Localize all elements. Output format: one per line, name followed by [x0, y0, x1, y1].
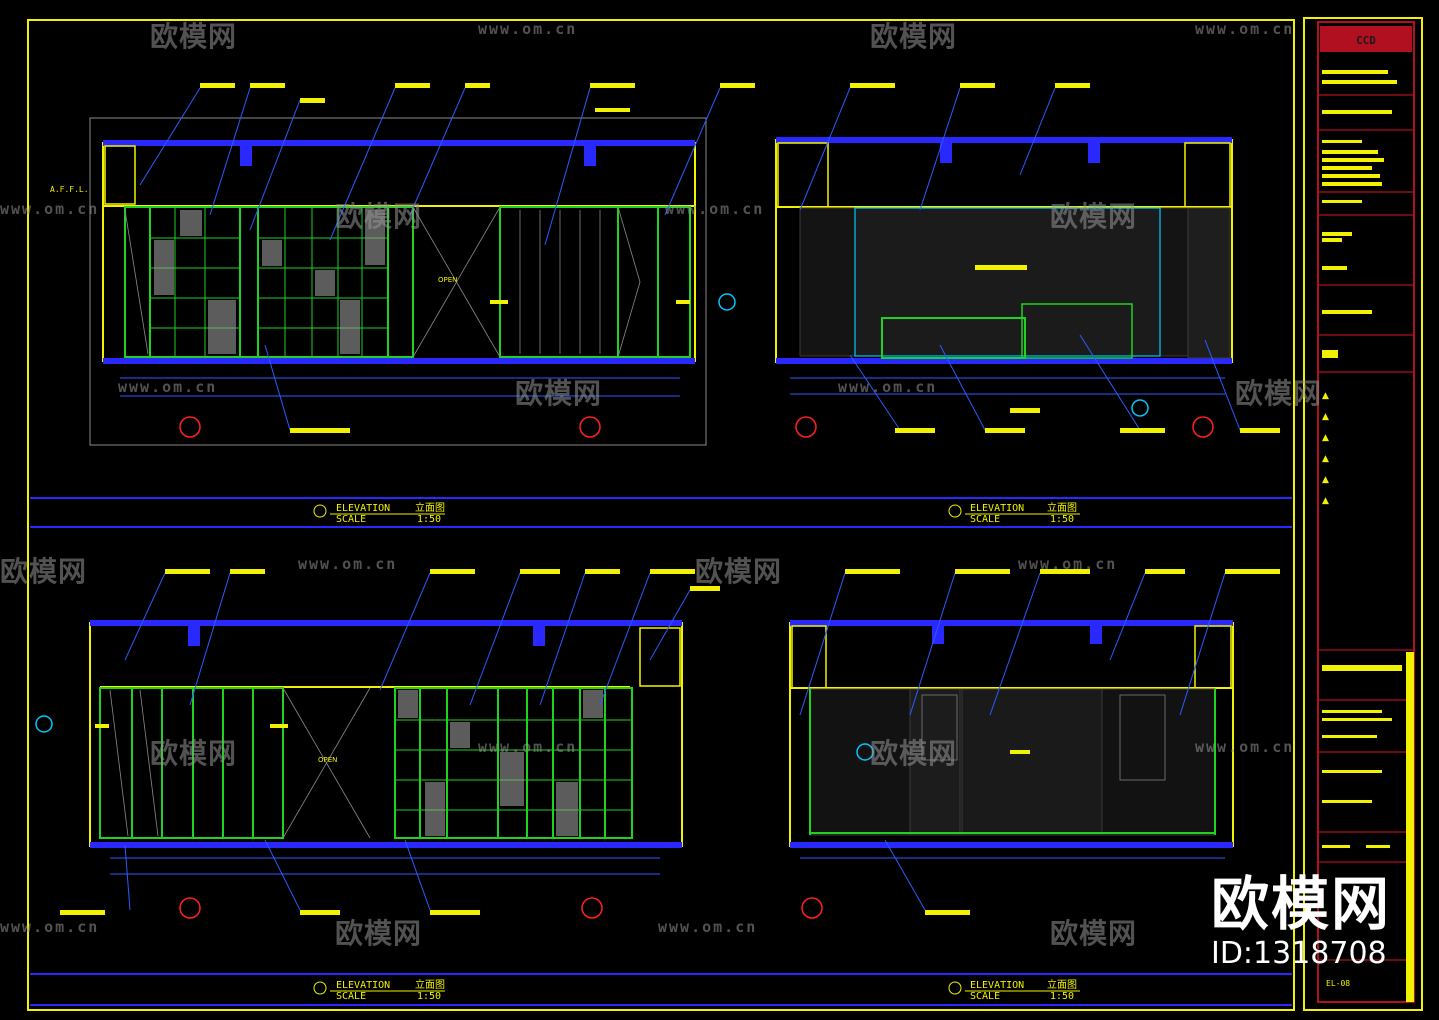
watermark-url: www.om.cn: [478, 20, 578, 38]
elevation-4-scale-value: 1:50: [1050, 991, 1074, 1002]
watermark-text: 欧模网: [515, 377, 603, 410]
sheet-frame: [27, 19, 1295, 1011]
watermark-url: www.om.cn: [1018, 555, 1118, 573]
elevation-4-scale: SCALE: [970, 991, 1000, 1002]
elevation-3: [35, 569, 720, 919]
svg-text:▲: ▲: [1322, 433, 1329, 443]
elevation-4: [789, 569, 1280, 919]
watermark-url: www.om.cn: [658, 918, 758, 936]
elevation-3-scale: SCALE: [336, 991, 366, 1002]
watermark-text: 欧模网: [0, 555, 88, 588]
svg-text:▲: ▲: [1322, 412, 1329, 422]
elevation-1-title: ELEVATION: [336, 503, 390, 514]
watermark-text: 欧模网: [695, 555, 783, 588]
elevation-1-title-cn: 立面图: [415, 501, 445, 514]
elevation-3-scale-value: 1:50: [417, 991, 441, 1002]
elevation-4-title-cn: 立面图: [1047, 978, 1077, 991]
elevation-2-scale: SCALE: [970, 514, 1000, 525]
watermark-text: 欧模网: [870, 737, 958, 770]
title-block-sheet: EL-08: [1326, 979, 1350, 988]
elevation-4-title: ELEVATION: [970, 980, 1024, 991]
watermark-text: 欧模网: [335, 917, 423, 950]
brand-name: 欧模网: [1210, 870, 1391, 938]
svg-text:▲: ▲: [1322, 496, 1329, 506]
elevation-titles: ELEVATION 立面图 SCALE 1:50 ELEVATION 立面图 S…: [313, 501, 1080, 1002]
watermark-url: www.om.cn: [665, 200, 765, 218]
title-block: CCD ▲ ▲ ▲ ▲ ▲ ▲ D1: [1303, 17, 1423, 1011]
elevation-1-scale: SCALE: [336, 514, 366, 525]
watermark-url: www.om.cn: [298, 555, 398, 573]
watermark-text: 欧模网: [150, 20, 238, 53]
watermark-text: 欧模网: [150, 737, 238, 770]
title-block-drawing-name: D1: [1322, 351, 1335, 361]
elevation-3-title-cn: 立面图: [415, 978, 445, 991]
elevation-2-scale-value: 1:50: [1050, 514, 1074, 525]
brand-overlay: 欧模网 ID:1318708: [1211, 872, 1391, 972]
watermark-text: 欧模网: [870, 20, 958, 53]
elevation-1-scale-value: 1:50: [417, 514, 441, 525]
elevation-3-title: ELEVATION: [336, 980, 390, 991]
watermark-text: 欧模网: [1050, 917, 1138, 950]
watermark-url: www.om.cn: [0, 918, 100, 936]
afl-label-1: A.F.F.L.: [50, 185, 89, 194]
svg-text:▲: ▲: [1322, 475, 1329, 485]
svg-text:▲: ▲: [1322, 391, 1329, 401]
watermark-url: www.om.cn: [1195, 20, 1295, 38]
elevation-2: [775, 83, 1280, 438]
watermark-url: www.om.cn: [838, 378, 938, 396]
watermark-url: www.om.cn: [118, 378, 218, 396]
svg-text:▲: ▲: [1322, 454, 1329, 464]
open-label-2: OPEN: [318, 756, 337, 764]
elevation-2-title-cn: 立面图: [1047, 501, 1077, 514]
watermark-text: 欧模网: [1235, 377, 1323, 410]
open-label-1: OPEN: [438, 276, 457, 284]
brand-id: ID:1318708: [1210, 936, 1387, 971]
watermark-url: www.om.cn: [0, 200, 100, 218]
watermark-url: www.om.cn: [478, 738, 578, 756]
title-block-logo: CCD: [1356, 34, 1376, 47]
watermark-text: 欧模网: [1050, 200, 1138, 233]
elevation-2-title: ELEVATION: [970, 503, 1024, 514]
elevation-1: A.F.F.L.: [50, 83, 755, 446]
watermark-text: 欧模网: [335, 200, 423, 233]
watermark-url: www.om.cn: [1195, 738, 1295, 756]
